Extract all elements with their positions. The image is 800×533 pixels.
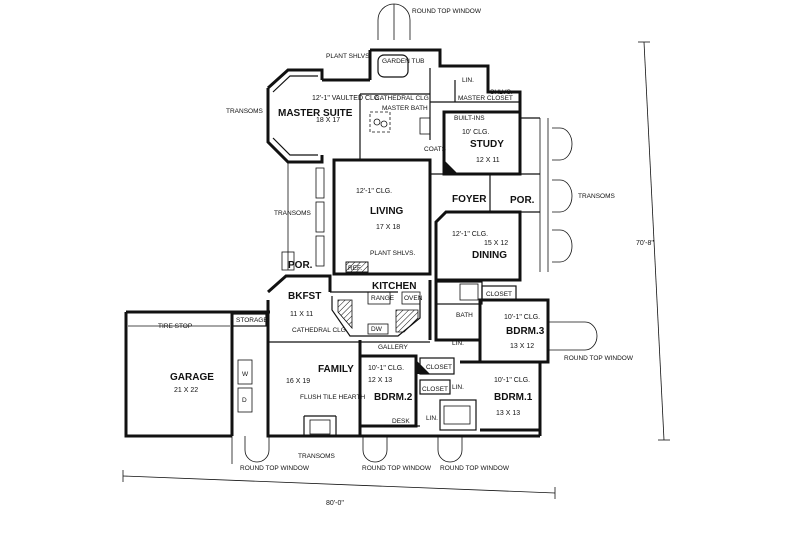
plant-shlvs-living-label: PLANT SHLVS.: [370, 250, 415, 257]
dim-width-label: 80'-0": [326, 500, 344, 507]
oven-label: OVEN: [404, 295, 423, 302]
round-top-window-bl-label: ROUND TOP WINDOW: [240, 465, 310, 472]
garage-label: GARAGE: [170, 372, 214, 383]
bath-label: BATH: [456, 312, 473, 319]
study-label: STUDY: [470, 139, 504, 150]
master-suite-clg-label: 12'-1" VAULTED CLG.: [312, 95, 381, 102]
round-top-window-right-shape: [568, 321, 598, 351]
por-side-label: POR.: [288, 260, 313, 271]
transoms-left-top-label: TRANSOMS: [226, 108, 264, 115]
dimension-lines: [122, 41, 670, 499]
bdrm1-clg-label: 10'-1" CLG.: [494, 377, 530, 384]
round-top-window-bm-shape: [362, 436, 388, 463]
plant-shlvs-top-label: PLANT SHLVS.: [326, 53, 371, 60]
cathedral-clg-master-label: CATHEDRAL CLG.: [375, 95, 431, 102]
transoms-right-label: TRANSOMS: [578, 193, 616, 200]
living-room: [332, 158, 490, 276]
por-front-label: POR.: [510, 195, 535, 206]
cathedral-clg-family-label: CATHEDRAL CLG.: [292, 327, 348, 334]
closet-bath-label: CLOSET: [486, 291, 512, 298]
family-size-label: 16 X 19: [286, 378, 310, 385]
front-transom-bays: [539, 118, 573, 272]
desk-label: DESK: [392, 418, 410, 425]
study-clg-label: 10' CLG.: [462, 129, 489, 136]
bdrm1-label: BDRM.1: [494, 392, 533, 403]
bdrm2-label: BDRM.2: [374, 392, 413, 403]
w-label: W: [242, 371, 249, 378]
master-suite-size-label: 18 X 17: [316, 117, 340, 124]
bedroom-3: [434, 280, 568, 364]
round-top-window-bl-shape: [244, 436, 270, 463]
kitchen-label: KITCHEN: [372, 281, 416, 292]
bkfst-size-label: 11 X 11: [290, 311, 313, 318]
foyer-label: FOYER: [452, 194, 487, 205]
bkfst-label: BKFST: [288, 291, 321, 302]
garage-size-label: 21 X 22: [174, 387, 198, 394]
gallery-label: GALLERY: [378, 344, 409, 351]
lin-bath-label: LIN.: [452, 340, 464, 347]
dining-label: DINING: [472, 250, 507, 261]
lin-top-label: LIN.: [462, 77, 474, 84]
kitchen-area: [267, 274, 432, 340]
left-porch: [281, 162, 325, 271]
shlvs-label: SHLVS.: [490, 89, 513, 96]
dining-clg-label: 12'-1" CLG.: [452, 231, 488, 238]
round-top-window-top-shape: [377, 3, 411, 40]
dining-size-label: 15 X 12: [484, 240, 508, 247]
master-bath-label: MASTER BATH: [382, 105, 428, 112]
bdrm1-size-label: 13 X 13: [496, 410, 520, 417]
round-top-window-right-label: ROUND TOP WINDOW: [564, 355, 634, 362]
round-top-window-br-label: ROUND TOP WINDOW: [440, 465, 510, 472]
built-ins-label: BUILT-INS: [454, 115, 485, 122]
study-size-label: 12 X 11: [476, 157, 500, 164]
range-label: RANGE: [371, 295, 395, 302]
bdrm2-size-label: 12 X 13: [368, 377, 392, 384]
d-label: D: [242, 397, 247, 404]
living-size-label: 17 X 18: [376, 224, 400, 231]
family-room: [266, 300, 430, 438]
transoms-left-mid-label: TRANSOMS: [274, 210, 312, 217]
tire-stop-label: TIRE STOP: [158, 323, 192, 330]
living-clg-label: 12'-1" CLG.: [356, 188, 392, 195]
round-top-window-br-shape: [437, 436, 463, 463]
lin-mid-label: LIN.: [452, 384, 464, 391]
round-top-window-top-label: ROUND TOP WINDOW: [412, 8, 482, 15]
bdrm2-clg-label: 10'-1" CLG.: [368, 365, 404, 372]
labels: ROUND TOP WINDOW PLANT SHLVS. GARDEN TUB…: [158, 8, 654, 507]
dim-depth-label: 70'-8": [636, 240, 654, 247]
master-wing: [266, 48, 522, 164]
dw-label: DW: [371, 326, 383, 333]
garden-tub-label: GARDEN TUB: [382, 58, 425, 65]
ref-label: REF.: [348, 265, 362, 272]
bdrm3-label: BDRM.3: [506, 326, 545, 337]
bdrm3-clg-label: 10'-1" CLG.: [504, 314, 540, 321]
lin-bottom-label: LIN.: [426, 415, 438, 422]
closet-bdrm2-label: CLOSET: [426, 364, 452, 371]
bdrm3-size-label: 13 X 12: [510, 343, 534, 350]
round-top-window-bm-label: ROUND TOP WINDOW: [362, 465, 432, 472]
dining-room: [434, 173, 540, 282]
bedroom-2: [360, 354, 455, 428]
closet-mid-label: CLOSET: [422, 386, 448, 393]
master-suite-label: MASTER SUITE: [278, 108, 353, 119]
flush-tile-hearth-label: FLUSH TILE HEARTH: [300, 394, 365, 401]
living-label: LIVING: [370, 206, 404, 217]
master-closet-label: MASTER CLOSET: [458, 95, 513, 102]
transoms-bottom-label: TRANSOMS: [298, 453, 336, 460]
storage-label: STORAGE: [236, 317, 268, 324]
garage: [124, 310, 270, 438]
coats-label: COATS: [424, 146, 447, 153]
family-label: FAMILY: [318, 364, 354, 375]
